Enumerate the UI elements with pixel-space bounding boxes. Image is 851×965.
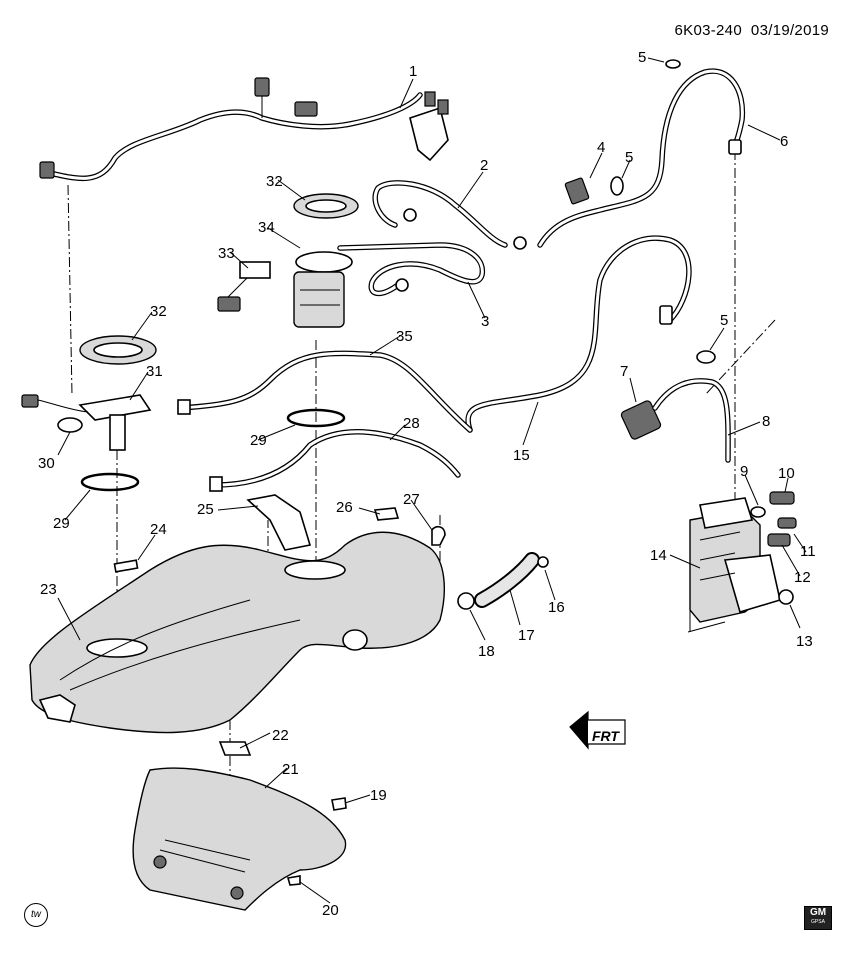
gm-logo-text: GM: [809, 907, 827, 918]
callout-19: 19: [370, 787, 387, 804]
vapor-line: [537, 59, 746, 248]
callout-10: 10: [778, 465, 795, 482]
callout-4: 4: [597, 139, 605, 156]
callout-6: 6: [780, 133, 788, 150]
wiring-harness: [39, 77, 449, 182]
callout-35: 35: [396, 328, 413, 345]
callout-2: 2: [480, 157, 488, 174]
filler-hose: [457, 552, 549, 610]
callout-17: 17: [518, 627, 535, 644]
callout-5a: 5: [638, 49, 646, 66]
callout-29b: 29: [53, 515, 70, 532]
callout-32a: 32: [150, 303, 167, 320]
callout-32b: 32: [266, 173, 283, 190]
gm-logo: GM GPSA: [804, 906, 832, 930]
feed-lines: [177, 350, 473, 492]
doc-number: 6K03-240: [674, 22, 742, 39]
callout-20: 20: [322, 902, 339, 919]
callout-16: 16: [548, 599, 565, 616]
callout-3: 3: [481, 313, 489, 330]
doc-date: 03/19/2019: [750, 22, 829, 39]
callout-7: 7: [620, 363, 628, 380]
callout-5b: 5: [625, 149, 633, 166]
callout-14: 14: [650, 547, 667, 564]
callout-25: 25: [197, 501, 214, 518]
callout-31: 31: [146, 363, 163, 380]
callout-30: 30: [38, 455, 55, 472]
callout-5c: 5: [720, 312, 728, 329]
fuel-lines-upper: [337, 180, 527, 296]
document-id: 6K03-240 03/19/2019: [675, 22, 829, 39]
callout-34: 34: [258, 219, 275, 236]
callout-11: 11: [800, 543, 816, 560]
tw-badge: tw: [24, 903, 48, 927]
purge-valve-group: [620, 350, 731, 463]
callout-29a: 29: [250, 432, 267, 449]
callout-15: 15: [513, 447, 530, 464]
callout-18: 18: [478, 643, 495, 660]
callout-24: 24: [150, 521, 167, 538]
callout-33: 33: [218, 245, 235, 262]
callout-1: 1: [409, 63, 417, 80]
evap-line-15: [465, 235, 692, 433]
callout-12: 12: [794, 569, 811, 586]
callout-leaders: [57, 57, 807, 904]
evap-canister: [687, 491, 797, 633]
fuel-level-sender: [21, 335, 346, 492]
fuel-pump-module-upper: [217, 193, 359, 328]
front-direction-arrow: FRT: [569, 710, 626, 750]
pad-22: [218, 741, 252, 756]
callout-8: 8: [762, 413, 770, 430]
callout-26: 26: [336, 499, 353, 516]
gm-logo-subtext: GPSA: [811, 919, 825, 925]
callout-22: 22: [272, 727, 289, 744]
callout-21: 21: [282, 761, 299, 778]
fuel-tank: [29, 494, 446, 734]
callout-27: 27: [403, 491, 420, 508]
callout-9: 9: [740, 463, 748, 480]
frt-label: FRT: [592, 728, 620, 744]
heat-shield: [132, 767, 347, 911]
callout-28: 28: [403, 415, 420, 432]
callout-13: 13: [796, 633, 813, 650]
callout-23: 23: [40, 581, 57, 598]
callout-numbers: 1 2 3 4 5 5 5 6 7 8 9 10 11 12 13 14 15 …: [38, 49, 816, 919]
